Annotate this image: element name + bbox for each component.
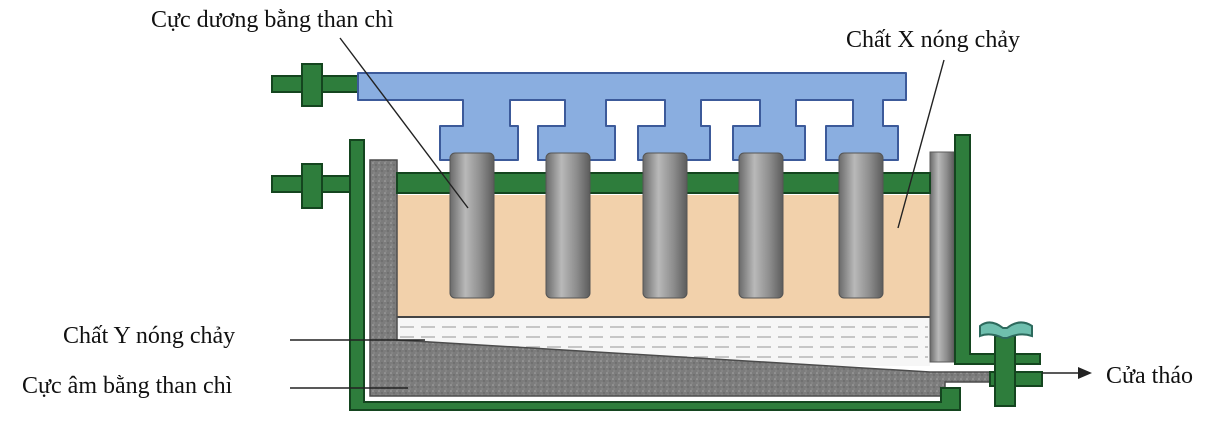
drain-body (994, 335, 1016, 407)
upper-bolt-head (301, 63, 323, 107)
right-graphite-wall (929, 151, 955, 363)
anode-rod (738, 152, 784, 299)
drain-label: Cửa tháo (1106, 363, 1193, 389)
anode-leader (339, 37, 469, 209)
molten-x-label: Chất X nóng chảy (846, 27, 1020, 53)
anode-rod (449, 152, 495, 299)
anode-rod (838, 152, 884, 299)
drain-arrow (1042, 367, 1092, 379)
lower-bolt-head (301, 163, 323, 209)
molten-y-label: Chất Y nóng chảy (63, 323, 236, 349)
leader-lines (290, 37, 945, 389)
cathode-label: Cực âm bằng than chì (22, 373, 233, 399)
anode-label: Cực dương bằng than chì (151, 7, 394, 33)
molten-x-leader (897, 59, 945, 229)
anode-bus-bar (357, 72, 907, 161)
cell-right-wall (954, 134, 1041, 365)
drain-valve (979, 321, 1043, 407)
arrow-head (1078, 367, 1092, 379)
anode-rods (449, 152, 884, 299)
anode-rod (545, 152, 591, 299)
anode-rod (642, 152, 688, 299)
clamp-bolts (271, 63, 363, 209)
cell-outer-frame (349, 139, 961, 411)
drain-handle (979, 321, 1033, 339)
